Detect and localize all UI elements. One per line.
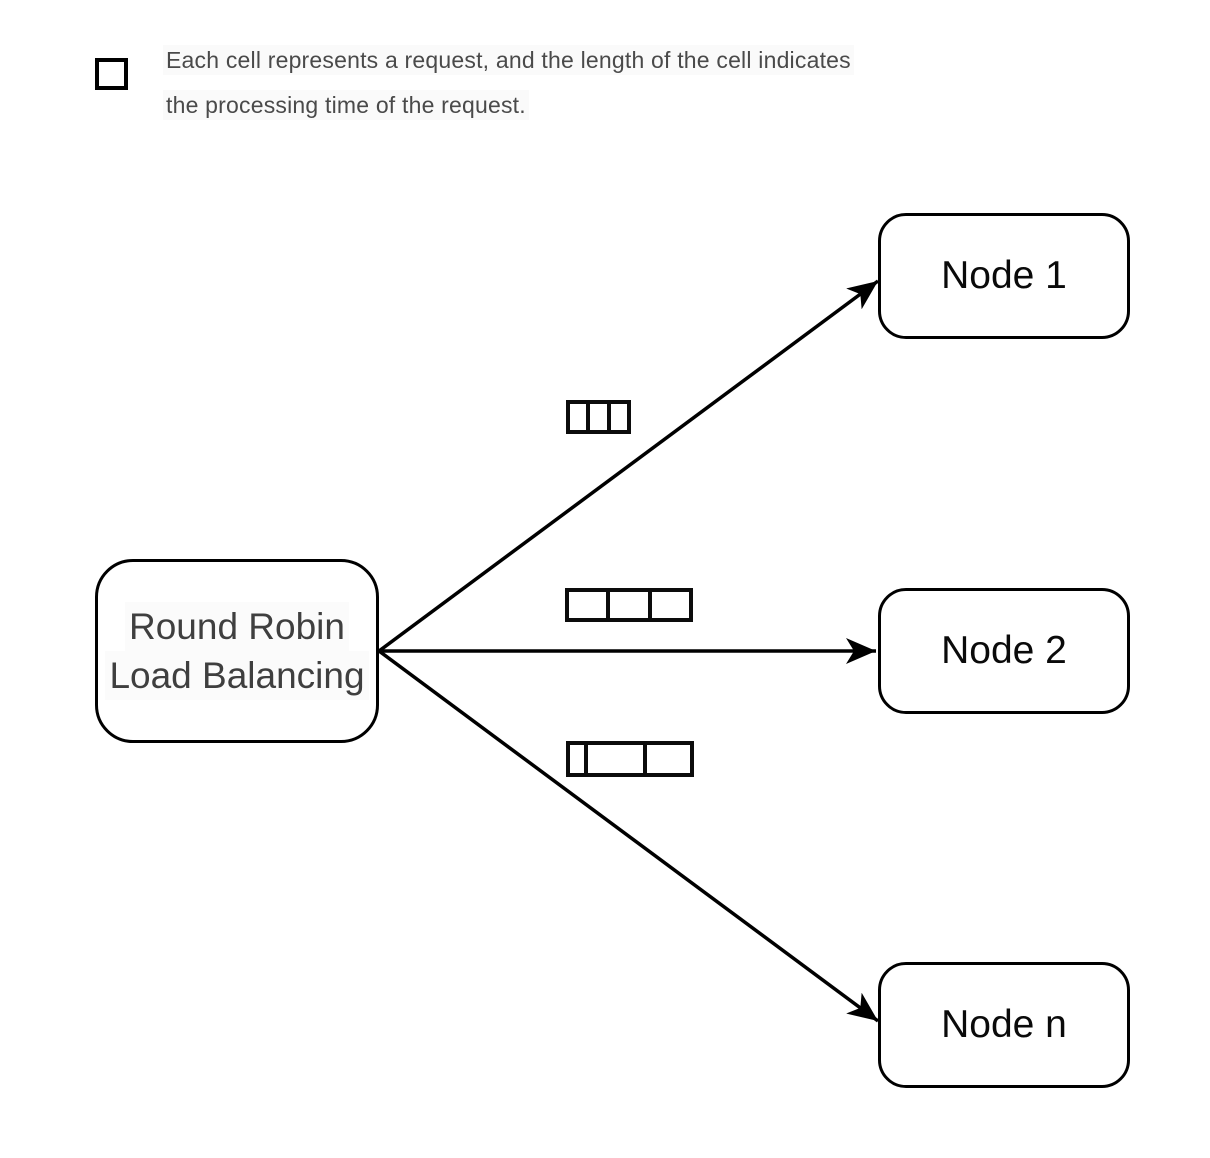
request-cell [570, 404, 591, 430]
balancer-label-line-1: Round Robin [125, 602, 349, 651]
request-cell [570, 745, 589, 773]
balancer-label-line-2: Load Balancing [105, 651, 369, 700]
node-2-box: Node 2 [878, 588, 1130, 714]
node-1-box: Node 1 [878, 213, 1130, 339]
node-n-box: Node n [878, 962, 1130, 1088]
request-cell [647, 745, 690, 773]
request-cells-node-2 [565, 588, 693, 622]
legend-text: Each cell represents a request, and the … [163, 38, 983, 128]
request-cell [651, 592, 689, 618]
legend-line-2: the processing time of the request. [163, 90, 529, 120]
node-2-label: Node 2 [941, 629, 1067, 672]
request-cell [588, 745, 648, 773]
node-1-label: Node 1 [941, 254, 1067, 297]
request-cells-node-1 [566, 400, 631, 434]
request-cell [569, 592, 611, 618]
legend-line-1: Each cell represents a request, and the … [163, 45, 854, 75]
cell-square-icon [95, 58, 128, 90]
request-cell [610, 404, 627, 430]
request-cell [590, 404, 611, 430]
load-balancer-box: Round Robin Load Balancing [95, 559, 379, 743]
request-cell [610, 592, 652, 618]
arrow-to-node-1 [377, 279, 880, 653]
node-n-label: Node n [941, 1003, 1067, 1046]
arrow-to-node-n [377, 649, 880, 1023]
request-cells-node-n [566, 741, 694, 777]
